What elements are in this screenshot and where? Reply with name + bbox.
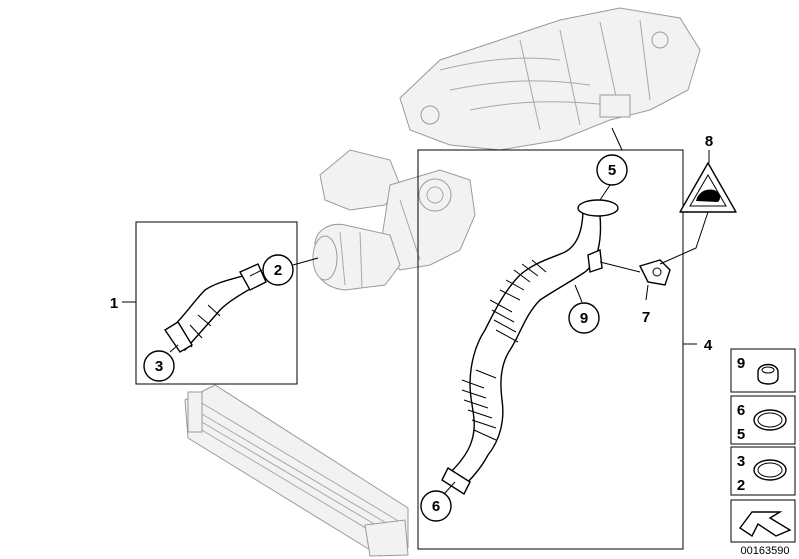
leader-3 <box>169 344 179 353</box>
leader-2 <box>249 269 263 277</box>
hose-part-3 <box>164 263 267 353</box>
legend-row2-bottom: 5 <box>737 426 745 443</box>
turbocharger-ghost <box>312 149 476 291</box>
callout-2-circle <box>262 254 294 286</box>
box-group-4 <box>417 149 684 550</box>
callout-3-circle <box>143 350 175 382</box>
legend-row2-top: 6 <box>737 402 745 419</box>
callout-2: 2 <box>274 262 282 279</box>
grommet-icon <box>757 363 779 385</box>
legend-row3-top: 3 <box>737 453 745 470</box>
callout-8: 8 <box>705 133 713 150</box>
legend-box-arrow <box>730 499 796 543</box>
reference-number: 00163590 <box>741 545 790 557</box>
callout-4: 4 <box>704 337 713 354</box>
callout-9-circle <box>568 302 600 334</box>
legend-row3-bottom: 2 <box>737 477 745 494</box>
callout-5: 5 <box>608 162 616 179</box>
leader-2-turbo <box>292 257 319 266</box>
callout-5-circle <box>596 154 628 186</box>
direction-arrow-icon <box>738 511 792 538</box>
callout-6-circle <box>420 490 452 522</box>
callout-3: 3 <box>155 358 163 375</box>
leader-9 <box>574 284 583 303</box>
legend-box-2 <box>730 395 796 445</box>
callout-9: 9 <box>580 310 588 327</box>
hose-part-6 <box>441 199 619 496</box>
leader-6 <box>443 481 456 495</box>
legend-box-3 <box>730 446 796 496</box>
leader-8-sensor <box>659 211 709 265</box>
leader-5 <box>599 184 611 201</box>
intercooler-ghost <box>184 384 409 557</box>
legend-box-1 <box>730 348 796 393</box>
sensor-part-7 <box>599 259 671 286</box>
callout-7: 7 <box>642 309 650 326</box>
leader-7 <box>645 284 649 301</box>
legend-column: 9 6 5 3 2 <box>730 348 796 543</box>
callout-1: 1 <box>110 295 118 312</box>
legend-row1-number: 9 <box>737 355 745 372</box>
intake-manifold-ghost <box>399 7 701 151</box>
box-group-1 <box>135 221 298 385</box>
callout-6: 6 <box>432 498 440 515</box>
leader-manifold <box>611 127 623 151</box>
warning-label-part-8 <box>679 162 737 213</box>
